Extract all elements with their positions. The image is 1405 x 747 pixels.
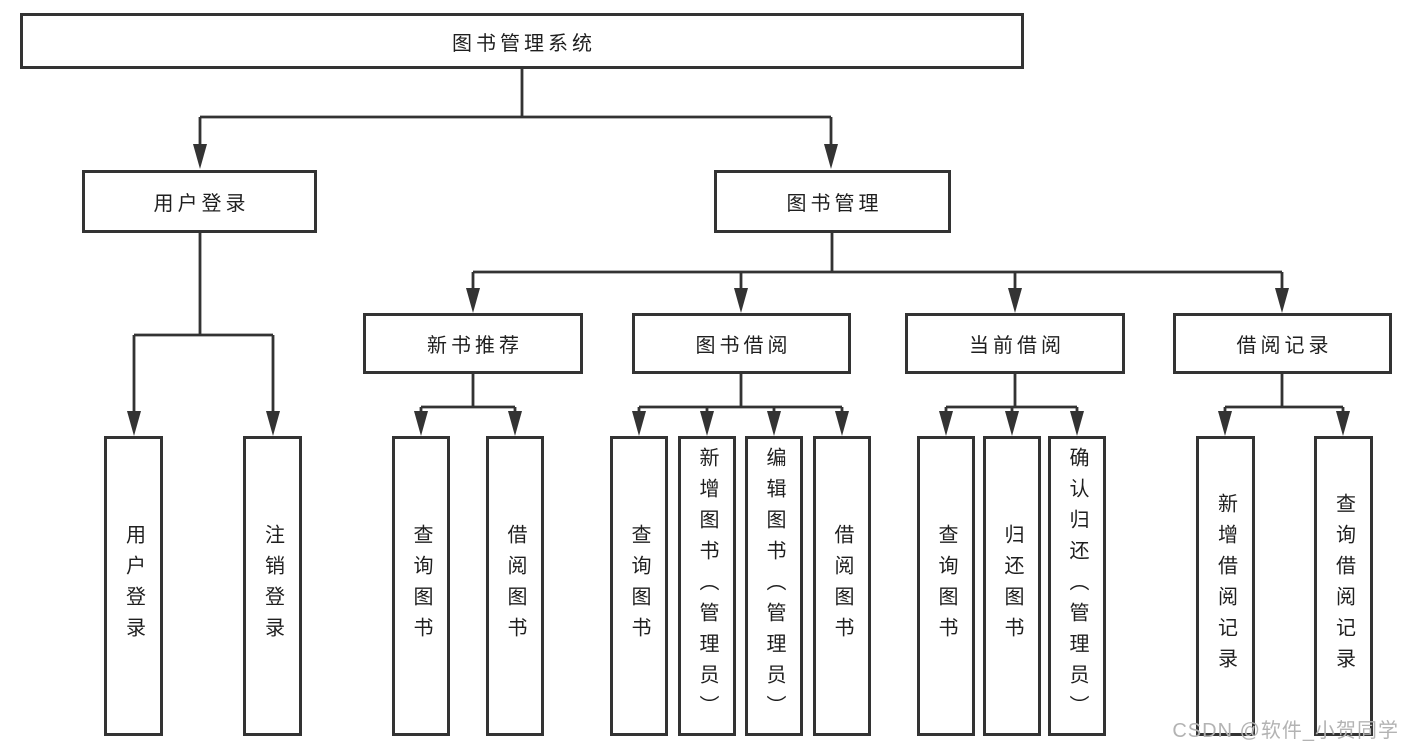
csdn-watermark: CSDN @软件_小贺同学 [1172, 720, 1399, 742]
node-book-management: 图书管理 [714, 170, 951, 233]
leaf-label: 查询借阅记录 [1332, 493, 1355, 679]
node-label: 新书推荐 [427, 335, 523, 357]
node-root-library-system: 图书管理系统 [20, 13, 1024, 69]
leaf-label: 注销登录 [261, 524, 284, 648]
leaf-borrow-books: 借阅图书 [813, 436, 871, 736]
node-user-login: 用户登录 [82, 170, 317, 233]
leaf-confirm-return-admin: 确认归还（管理员） [1048, 436, 1106, 736]
leaf-label: 借阅图书 [504, 524, 526, 648]
node-label: 当前借阅 [969, 335, 1065, 357]
leaf-borrow-books-recommend: 借阅图书 [486, 436, 544, 736]
leaf-add-borrow-record: 新增借阅记录 [1196, 436, 1255, 736]
leaf-label: 归还图书 [1001, 524, 1023, 648]
leaf-label: 查询图书 [628, 524, 650, 648]
leaf-label: 编辑图书（管理员） [763, 446, 785, 726]
leaf-return-books: 归还图书 [983, 436, 1041, 736]
leaf-label: 确认归还（管理员） [1066, 446, 1088, 726]
leaf-label: 查询图书 [935, 524, 957, 648]
leaf-add-books-admin: 新增图书（管理员） [678, 436, 736, 736]
leaf-label: 新增借阅记录 [1214, 493, 1237, 679]
node-new-book-recommend: 新书推荐 [363, 313, 583, 374]
leaf-logout: 注销登录 [243, 436, 302, 736]
node-label: 借阅记录 [1236, 335, 1333, 357]
node-label: 用户登录 [153, 193, 250, 215]
leaf-query-books-borrowing: 查询图书 [610, 436, 668, 736]
leaf-edit-books-admin: 编辑图书（管理员） [745, 436, 803, 736]
node-label: 图书管理系统 [452, 32, 596, 55]
leaf-label: 新增图书（管理员） [696, 446, 718, 726]
leaf-user-login: 用户登录 [104, 436, 163, 736]
node-borrow-records: 借阅记录 [1173, 313, 1392, 374]
leaf-label: 查询图书 [410, 524, 432, 648]
node-label: 图书借阅 [695, 335, 792, 357]
leaf-label: 借阅图书 [831, 524, 853, 648]
leaf-label: 用户登录 [122, 524, 145, 648]
arrowheads [127, 144, 1350, 436]
leaf-query-books-current: 查询图书 [917, 436, 975, 736]
node-label: 图书管理 [786, 193, 883, 215]
node-book-borrowing: 图书借阅 [632, 313, 851, 374]
leaf-query-borrow-record: 查询借阅记录 [1314, 436, 1373, 736]
node-current-borrowing: 当前借阅 [905, 313, 1125, 374]
leaf-query-books-recommend: 查询图书 [392, 436, 450, 736]
